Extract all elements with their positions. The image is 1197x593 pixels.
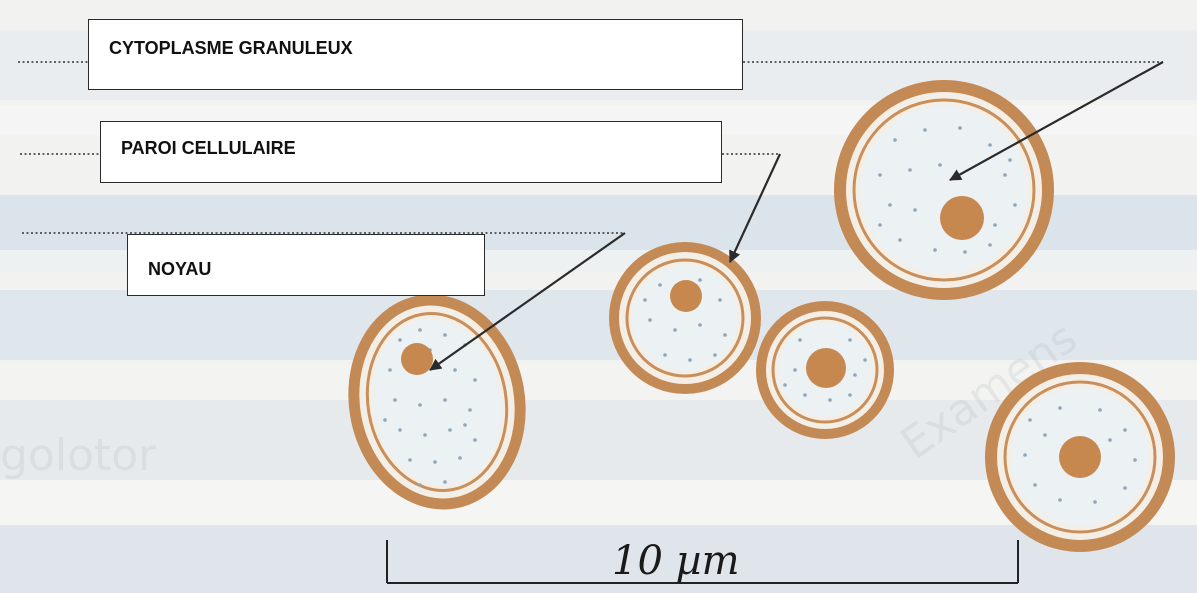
svg-text:golotor: golotor bbox=[0, 430, 157, 481]
label-nucleus: NOYAU bbox=[127, 234, 485, 296]
scale-bar-label: 10 µm bbox=[612, 538, 740, 584]
label-cytoplasm: CYTOPLASME GRANULEUX bbox=[88, 19, 743, 90]
nucleus-upper-right bbox=[940, 196, 984, 240]
cell-lower-right bbox=[985, 362, 1175, 552]
nucleus-middle-lower bbox=[806, 348, 846, 388]
label-cell-wall: PAROI CELLULAIRE bbox=[100, 121, 722, 183]
nucleus-middle-upper bbox=[670, 280, 702, 312]
cell-upper-right bbox=[834, 80, 1054, 300]
cell-middle-upper bbox=[609, 242, 761, 394]
nucleus-oval-cell bbox=[401, 343, 433, 375]
nucleus-lower-right bbox=[1059, 436, 1101, 478]
